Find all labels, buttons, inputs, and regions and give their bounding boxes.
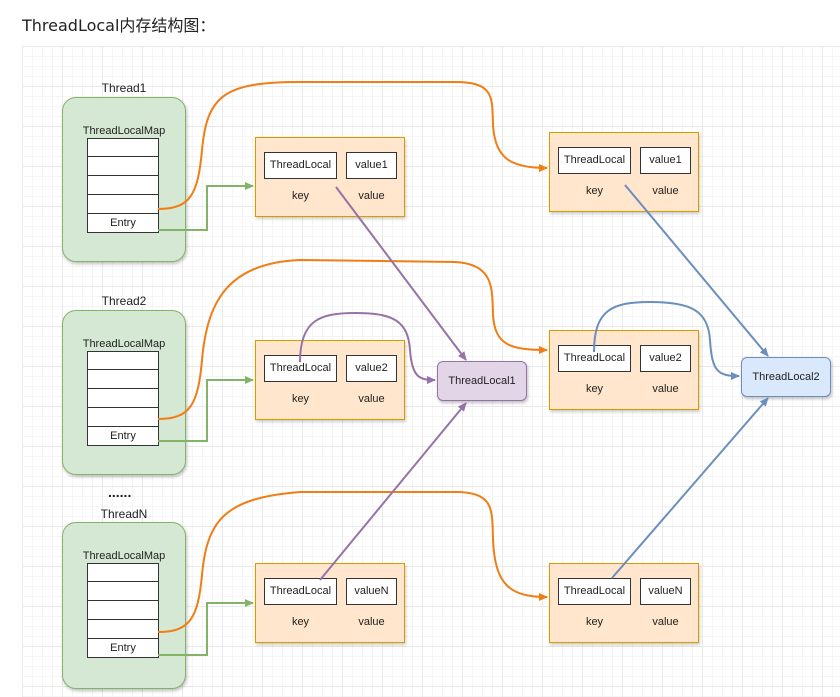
map-slot xyxy=(87,157,159,176)
thread-label-2: Thread2 xyxy=(101,294,147,308)
thread-map-title: ThreadLocalMap xyxy=(82,550,166,562)
entry-box-right-2[interactable]: ThreadLocal value2 key value xyxy=(549,330,699,410)
map-slot xyxy=(87,370,159,389)
thread-map-table: Entry xyxy=(87,138,159,233)
entry-value-cell: value2 xyxy=(346,355,397,382)
map-slot xyxy=(87,138,159,157)
map-slot xyxy=(87,563,159,582)
entry-key-label: key xyxy=(585,616,604,628)
thread-map-table: Entry xyxy=(87,351,159,446)
entry-key-cell: ThreadLocal xyxy=(558,578,631,605)
entry-key-label: key xyxy=(291,393,310,405)
map-entry-row: Entry xyxy=(87,214,159,233)
entry-value-label: value xyxy=(358,616,385,628)
entry-key-cell: ThreadLocal xyxy=(264,355,337,382)
entry-box-left-1[interactable]: ThreadLocal value1 key value xyxy=(255,137,405,217)
entry-value-label: value xyxy=(652,383,679,395)
entry-value-label: value xyxy=(652,616,679,628)
thread-n[interactable]: ThreadLocalMap Entry xyxy=(62,522,186,689)
thread-label-n: ThreadN xyxy=(100,507,148,521)
entry-key-label: key xyxy=(291,190,310,202)
map-entry-row: Entry xyxy=(87,639,159,658)
thread-label-1: Thread1 xyxy=(101,81,147,95)
map-slot xyxy=(87,389,159,408)
thread-1[interactable]: ThreadLocalMap Entry xyxy=(62,97,186,262)
thread-2[interactable]: ThreadLocalMap Entry xyxy=(62,310,186,475)
map-entry-row: Entry xyxy=(87,427,159,446)
ellipsis: ...... xyxy=(108,484,132,500)
entry-key-cell: ThreadLocal xyxy=(558,147,631,174)
entry-key-cell: ThreadLocal xyxy=(264,152,337,179)
entry-key-cell: ThreadLocal xyxy=(264,578,337,605)
entry-key-cell: ThreadLocal xyxy=(558,345,631,372)
thread-map-title: ThreadLocalMap xyxy=(82,125,166,137)
entry-box-left-n[interactable]: ThreadLocal valueN key value xyxy=(255,563,405,643)
thread-map-title: ThreadLocalMap xyxy=(82,338,166,350)
map-slot xyxy=(87,582,159,601)
threadlocal1-node[interactable]: ThreadLocal1 xyxy=(437,361,527,401)
threadlocal2-node[interactable]: ThreadLocal2 xyxy=(741,357,831,397)
entry-value-label: value xyxy=(652,185,679,197)
entry-value-cell: value1 xyxy=(640,147,691,174)
entry-box-right-n[interactable]: ThreadLocal valueN key value xyxy=(549,563,699,643)
map-slot xyxy=(87,176,159,195)
thread-map-table: Entry xyxy=(87,563,159,658)
entry-box-left-2[interactable]: ThreadLocal value2 key value xyxy=(255,340,405,420)
entry-key-label: key xyxy=(585,185,604,197)
entry-value-cell: value1 xyxy=(346,152,397,179)
map-slot xyxy=(87,351,159,370)
map-slot xyxy=(87,601,159,620)
entry-box-right-1[interactable]: ThreadLocal value1 key value xyxy=(549,132,699,212)
map-slot xyxy=(87,620,159,639)
entry-key-label: key xyxy=(585,383,604,395)
entry-value-cell: value2 xyxy=(640,345,691,372)
map-slot xyxy=(87,195,159,214)
map-slot xyxy=(87,408,159,427)
entry-key-label: key xyxy=(291,616,310,628)
entry-value-cell: valueN xyxy=(640,578,691,605)
page-title: ThreadLocal内存结构图： xyxy=(22,16,216,35)
entry-value-label: value xyxy=(358,190,385,202)
entry-value-cell: valueN xyxy=(346,578,397,605)
entry-value-label: value xyxy=(358,393,385,405)
